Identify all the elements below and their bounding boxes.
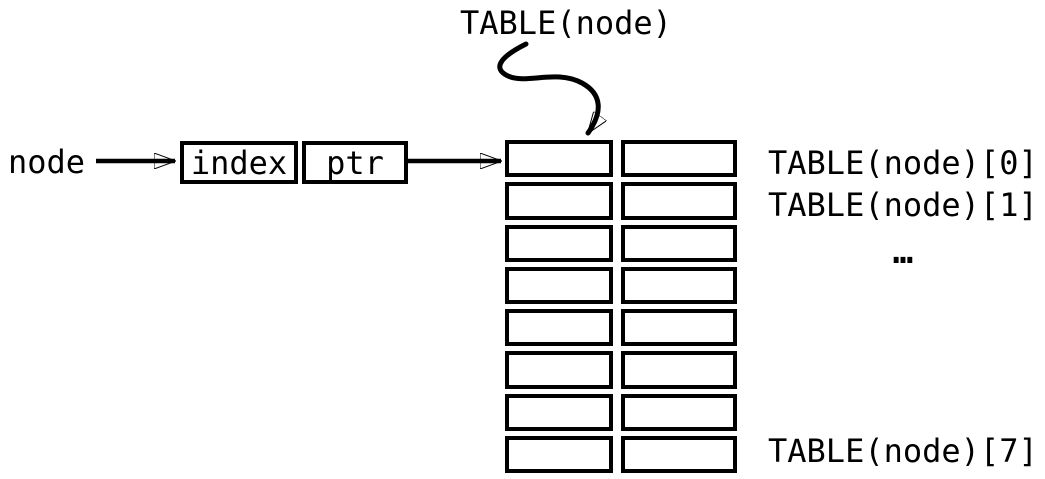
- table-cell: [505, 309, 613, 347]
- table-cell: [505, 140, 613, 178]
- row-label-0: TABLE(node)[0]: [768, 144, 1038, 182]
- table-grid: [505, 140, 737, 473]
- row-label-1: TABLE(node)[1]: [768, 186, 1038, 224]
- table-cell: [505, 393, 613, 431]
- table-cell: [505, 351, 613, 389]
- table-cell: [505, 435, 613, 473]
- table-pointer-label: TABLE(node): [460, 4, 672, 42]
- table-cell: [505, 224, 613, 262]
- table-cell: [505, 182, 613, 220]
- table-cell: [505, 266, 613, 304]
- table-cell: [621, 309, 737, 347]
- table-cell: [621, 393, 737, 431]
- row-label-ellipsis: …: [892, 232, 914, 272]
- table-cell: [621, 224, 737, 262]
- table-cell: [621, 266, 737, 304]
- record-field-ptr: ptr: [302, 141, 408, 184]
- table-cell: [621, 140, 737, 178]
- record-field-index: index: [180, 141, 298, 184]
- table-cell: [621, 182, 737, 220]
- node-record-box: index ptr: [180, 141, 408, 184]
- table-label-arrow: [497, 41, 598, 136]
- table-cell: [621, 351, 737, 389]
- record-field-ptr-label: ptr: [326, 143, 384, 182]
- record-field-index-label: index: [190, 143, 288, 182]
- table-cell: [621, 435, 737, 473]
- node-label: node: [8, 143, 86, 181]
- row-label-7: TABLE(node)[7]: [768, 432, 1038, 470]
